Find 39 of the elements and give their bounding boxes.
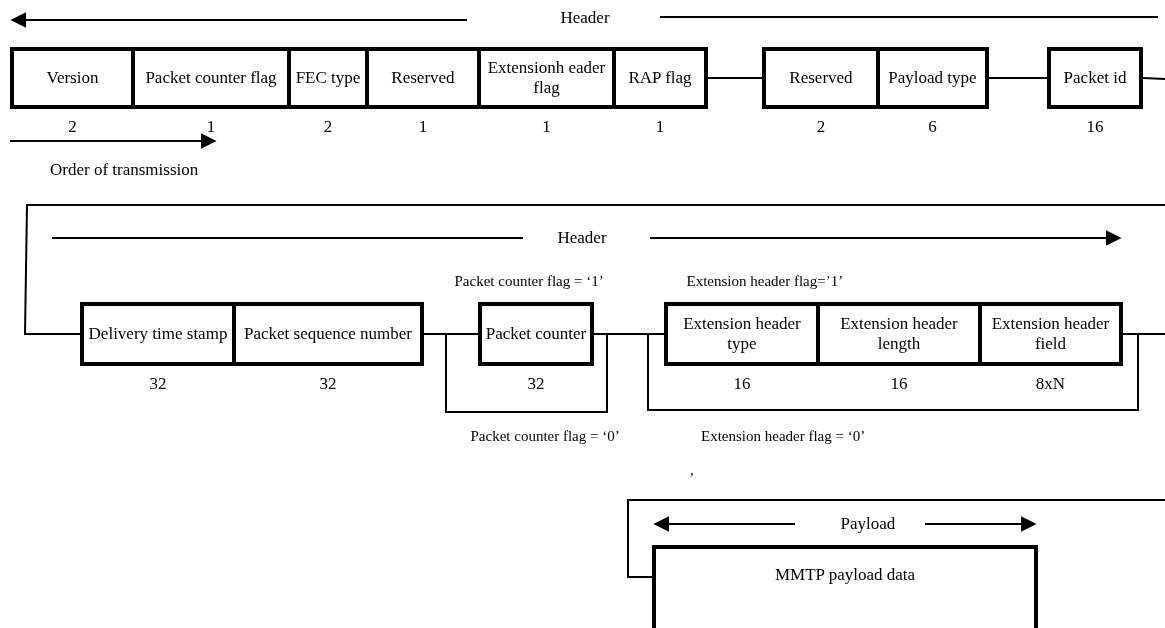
bit-count: 1: [654, 117, 666, 137]
field-name: Extension header length: [839, 314, 959, 354]
field-name: Packet counter: [485, 324, 587, 344]
bit-count: 32: [318, 374, 338, 394]
bit-count: 2: [322, 117, 334, 137]
field-name: Extension header type: [682, 314, 802, 354]
bit-count: 2: [67, 117, 78, 137]
bit-count: 1: [541, 117, 552, 137]
connector-line: [1142, 77, 1165, 80]
field-name: FEC type: [295, 68, 361, 88]
field-name: Packet counter flag: [145, 68, 277, 88]
field-name: RAP flag: [628, 68, 692, 88]
bit-count: 32: [526, 374, 546, 394]
field-name: Packet id: [1063, 68, 1127, 88]
bit-count: 1: [417, 117, 429, 137]
connector-line: [627, 499, 1165, 578]
bit-count: 2: [815, 117, 827, 137]
field-name: Payload type: [888, 68, 977, 88]
bit-count: 32: [148, 374, 168, 394]
bit-count: 8xN: [1034, 374, 1067, 394]
field-name: Delivery time stamp: [88, 324, 228, 344]
bit-count: 6: [927, 117, 938, 137]
field-name: Packet sequence number: [243, 324, 412, 344]
bit-count: 16: [732, 374, 752, 394]
connector-line: [24, 204, 1165, 335]
field-name: Reserved: [391, 68, 455, 88]
field-name: Reserved: [789, 68, 853, 88]
field-box: [652, 545, 1038, 628]
field-name: Version: [46, 68, 99, 88]
bit-count: 1: [205, 117, 217, 137]
field-box: [1047, 47, 1143, 109]
bit-count: 16: [889, 374, 909, 394]
connector-line: [707, 77, 763, 79]
field-name: Extension header field: [990, 314, 1111, 354]
bit-count: 16: [1085, 117, 1105, 137]
connector-line: [988, 77, 1048, 79]
field-name: MMTP payload data: [774, 565, 916, 585]
field-box: [478, 302, 594, 366]
field-name: Extensionh eader flag: [486, 58, 607, 98]
